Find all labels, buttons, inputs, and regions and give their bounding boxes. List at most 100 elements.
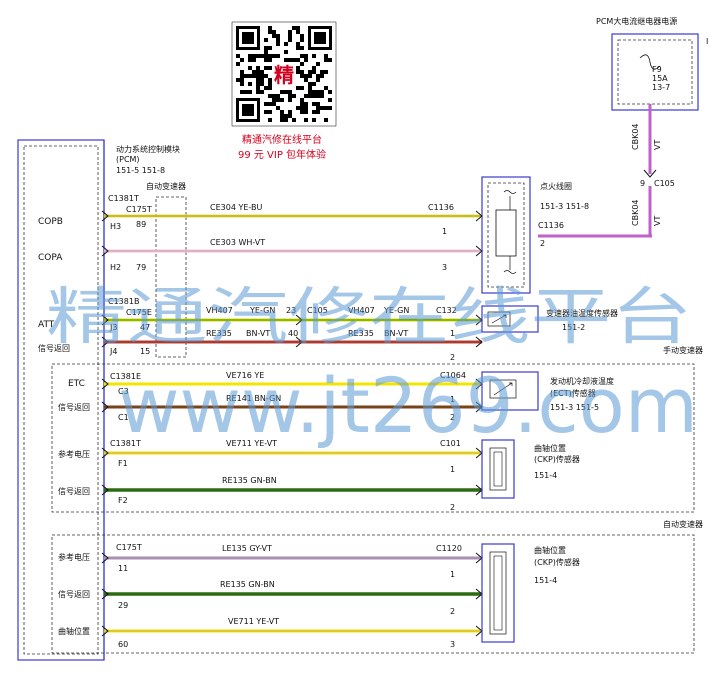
- ckp1-sensor-line2: (CKP)传感器: [534, 454, 580, 464]
- thermistor-icon: [491, 314, 507, 324]
- copa-wire: CE303 WH-VT: [210, 238, 265, 247]
- att-wire2: RE335: [206, 329, 232, 338]
- power-color-lower: VT: [653, 216, 662, 226]
- copb-label: COPB: [38, 217, 63, 227]
- auto-trans-label: 自动变速器: [663, 519, 703, 529]
- ckp2-ref-label: 参考电压: [58, 552, 90, 562]
- ckp1-end-pin2: 2: [450, 503, 455, 512]
- watermark-line2: www.jt269.com: [118, 361, 698, 450]
- copb-conn2: C175T: [126, 205, 152, 214]
- etc-wire1: VE716 YE: [226, 371, 264, 380]
- pcm-transmission-label: 自动变速器: [146, 181, 186, 191]
- ckp2-wire3: VE711 YE-VT: [228, 617, 279, 626]
- ckp2-wire1: LE135 GY-VT: [222, 544, 272, 553]
- coil-connector: C1136: [538, 221, 564, 230]
- ckp1-end-conn: C101: [440, 439, 461, 448]
- ckp2-end-pin2: 2: [450, 607, 455, 616]
- copa-end-pin: 3: [442, 263, 447, 272]
- thermistor-icon: [493, 382, 513, 396]
- copb-connector-icon: [101, 210, 109, 222]
- manual-trans-region: [51, 363, 695, 513]
- att-pin1: J3: [109, 323, 117, 332]
- manual-trans-label: 手动变速器: [663, 345, 703, 355]
- etc-return-label: 信号返回: [58, 402, 90, 412]
- qr-caption-line1: 精通汽修在线平台: [242, 133, 322, 146]
- etc-connector-icon: [101, 378, 109, 390]
- copa-label: COPA: [38, 253, 63, 263]
- etc-conn: C1381E: [110, 372, 141, 381]
- auto-trans-dashed: [155, 196, 187, 358]
- etc-end-conn: C1064: [440, 371, 466, 380]
- att-pin4: 15: [140, 347, 150, 356]
- fuse-icon: [639, 54, 661, 70]
- copb-pin2: 89: [136, 220, 146, 229]
- ckp1-conn: C1381T: [110, 439, 141, 448]
- ckp1-wire2: RE135 GN-BN: [222, 476, 277, 485]
- att-color1b: YE-GN: [383, 306, 409, 315]
- ckp2-sensor-box: [481, 543, 515, 643]
- ckp1-sensor-page: 151-4: [534, 471, 557, 480]
- etc-pin1: C3: [118, 387, 129, 396]
- copa-connector-icon: [101, 245, 109, 257]
- ckp1-wire1: VE711 YE-VT: [226, 439, 277, 448]
- att-end-pin2: 2: [450, 353, 455, 362]
- ckp1-pin2: F2: [118, 496, 128, 505]
- att-junction-pin1: 23: [286, 306, 296, 315]
- connector-arrow-icon: [643, 169, 657, 178]
- power-title: PCM大电流继电器电源: [596, 16, 677, 26]
- qr-code: 精: [231, 21, 337, 127]
- att-end-pin1: 1: [450, 329, 455, 338]
- att-conn1: C1381B: [108, 297, 139, 306]
- ckp2-end-pin3: 3: [450, 640, 455, 649]
- ect-sensor-box: [481, 371, 539, 411]
- fuse-id: F9: [652, 65, 662, 74]
- att-return-label: 信号返回: [38, 343, 70, 353]
- ckp2-pin1: 11: [118, 564, 128, 573]
- power-edge-mark: I: [706, 37, 708, 46]
- ckp1-sensor-box: [481, 439, 515, 499]
- trans-oil-sensor-box: [481, 305, 539, 333]
- power-junction-pin: 9: [640, 179, 645, 188]
- ckp2-pin3: 60: [118, 640, 128, 649]
- copa-pin1: H2: [110, 263, 121, 272]
- ckp2-end-conn: C1120: [436, 544, 462, 553]
- ckp2-position-label: 曲轴位置: [58, 626, 90, 636]
- power-wire-lower: CBK04: [631, 200, 640, 227]
- etc-pin2: C1: [118, 413, 129, 422]
- att-color2: BN-VT: [246, 329, 270, 338]
- power-junction: C105: [654, 179, 675, 188]
- coil-pin: 2: [540, 239, 545, 248]
- etc-end-pin1: 1: [450, 395, 455, 404]
- ckp2-wire2: RE135 GN-BN: [220, 580, 275, 589]
- att-conn2: C175E: [126, 308, 152, 317]
- ckp1-end-pin1: 1: [450, 465, 455, 474]
- att-junction-pin2: 40: [288, 329, 298, 338]
- qr-center-logo: 精: [274, 63, 294, 87]
- att-connector-icon: [101, 314, 109, 326]
- pcm-title: 动力系统控制模块: [116, 144, 180, 154]
- att-wire2b: RE335: [348, 329, 374, 338]
- ckp2-end-pin1: 1: [450, 570, 455, 579]
- ckp2-sensor-line1: 曲轴位置: [534, 545, 566, 555]
- fuse-rating: 15A: [652, 74, 668, 83]
- copa-pin2: 79: [136, 263, 146, 272]
- qr-caption-line2: 99 元 VIP 包年体验: [238, 148, 326, 161]
- att-wire1: VH407: [206, 306, 233, 315]
- att-color2b: BN-VT: [384, 329, 408, 338]
- copb-pin1: H3: [110, 222, 121, 231]
- auto-trans-region: [51, 534, 695, 654]
- power-outline: [611, 33, 699, 111]
- ckp1-pin1: F1: [118, 459, 128, 468]
- att-sensor-name: 变速器油温度传感器: [546, 308, 618, 318]
- watermark-line1: 精通汽修在线平台: [46, 280, 692, 353]
- etc-sensor-line1: 发动机冷却液温度: [550, 376, 614, 386]
- att-end-conn: C132: [436, 306, 457, 315]
- ckp2-sensor-page: 151-4: [534, 576, 557, 585]
- power-wire-upper: CBK04: [631, 124, 640, 151]
- coil-pages: 151-3 151-8: [540, 202, 589, 211]
- ckp2-sensor-line2: (CKP)传感器: [534, 557, 580, 567]
- att-junction: C105: [307, 306, 328, 315]
- power-inner-dashed: [617, 39, 693, 105]
- etc-label: ETC: [68, 379, 85, 389]
- copb-conn1: C1381T: [108, 194, 139, 203]
